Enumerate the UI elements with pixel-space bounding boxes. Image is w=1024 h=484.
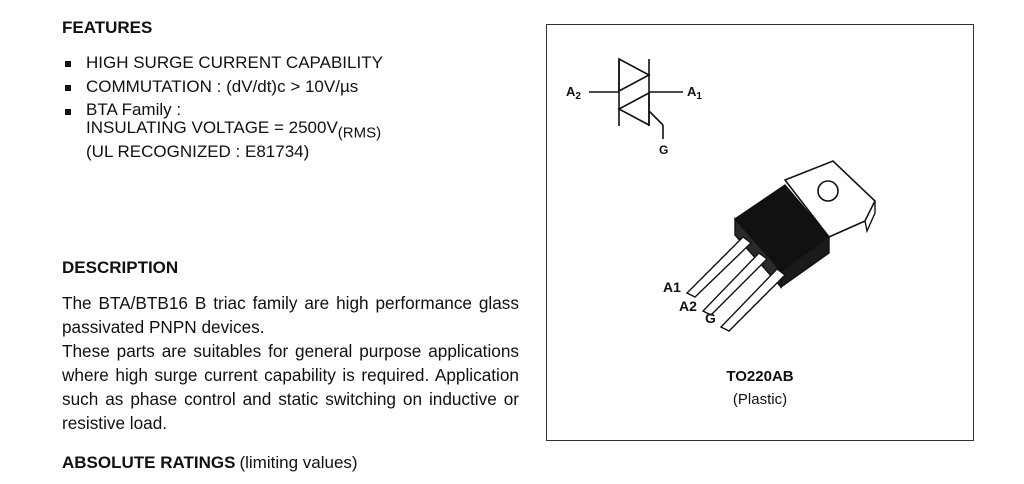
feature-text: HIGH SURGE CURRENT CAPABILITY xyxy=(86,53,383,72)
bullet-icon xyxy=(65,109,71,115)
feature-text: INSULATING VOLTAGE = 2500V xyxy=(86,118,338,137)
bullet-icon xyxy=(65,61,71,67)
absolute-ratings-heading: ABSOLUTE RATINGS(limiting values) xyxy=(62,453,358,473)
symbol-label-a2: A2 xyxy=(566,84,581,102)
to220-package-icon xyxy=(685,160,876,332)
pin-label-a1: A1 xyxy=(663,279,681,295)
features-list: HIGH SURGE CURRENT CAPABILITY COMMUTATIO… xyxy=(62,53,383,161)
features-heading: FEATURES xyxy=(62,18,153,37)
description-heading: DESCRIPTION xyxy=(62,258,179,277)
symbol-label-a1: A1 xyxy=(687,84,702,102)
package-name: TO220AB xyxy=(726,368,794,385)
ratings-title: ABSOLUTE RATINGS xyxy=(62,453,236,472)
bullet-icon xyxy=(65,85,71,91)
triac-symbol-icon xyxy=(589,57,683,139)
description-text: The BTA/BTB16 B triac family are high pe… xyxy=(62,291,519,435)
feature-text: (UL RECOGNIZED : E81734) xyxy=(86,142,310,162)
ratings-note: (limiting values) xyxy=(239,453,358,472)
figure-drawing: A2 A1 G A1 A2 G xyxy=(566,57,876,332)
symbol-label-g: G xyxy=(659,143,668,157)
description-paragraph: The BTA/BTB16 B triac family are high pe… xyxy=(62,293,519,337)
rms-subscript: (RMS) xyxy=(337,124,382,142)
pin-label-a2: A2 xyxy=(679,298,697,314)
feature-item-commutation: COMMUTATION : (dV/dt)c > 10V/µs xyxy=(62,77,383,97)
feature-item-surge: HIGH SURGE CURRENT CAPABILITY xyxy=(62,53,383,73)
feature-text: BTA Family : xyxy=(86,100,182,119)
package-figure: A2 A1 G A1 A2 G TO220AB (Plastic) xyxy=(546,24,974,441)
pin-label-g: G xyxy=(705,310,716,326)
package-type: (Plastic) xyxy=(732,391,788,408)
feature-item-bta-family: BTA Family : INSULATING VOLTAGE = 2500V(… xyxy=(62,101,383,161)
description-paragraph: These parts are suitables for general pu… xyxy=(62,341,519,433)
feature-text: COMMUTATION : (dV/dt)c > 10V/µs xyxy=(86,77,359,96)
